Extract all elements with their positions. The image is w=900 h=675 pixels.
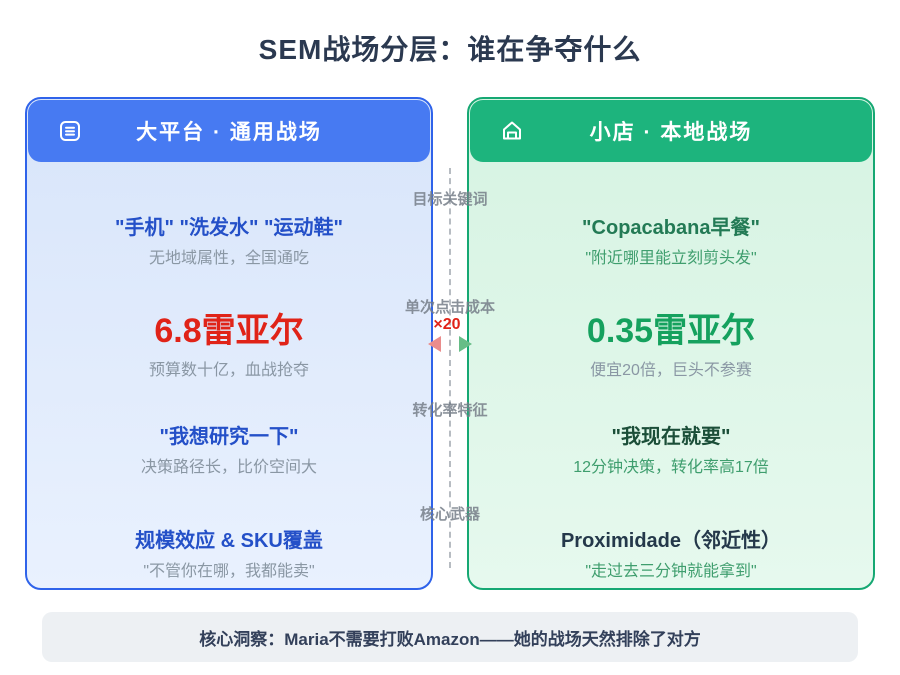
list-icon (58, 119, 82, 143)
right-conversion-row: "我现在就要" 12分钟决策，转化率高17倍 (469, 424, 873, 479)
right-conversion-main: "我现在就要" (611, 426, 731, 448)
left-conversion-row: "我想研究一下" 决策路径长，比价空间大 (27, 424, 431, 479)
big-platform-header: 大平台 · 通用战场 (28, 100, 430, 162)
insight-text: 核心洞察：Maria不需要打败Amazon——她的战场天然排除了对方 (199, 629, 701, 649)
arrow-left-icon (428, 336, 441, 352)
left-weapon-row: 规模效应 & SKU覆盖 "不管你在哪，我都能卖" (27, 528, 431, 583)
big-platform-card: 大平台 · 通用战场 "手机" "洗发水" "运动鞋" 无地域属性，全国通吃 6… (25, 97, 433, 590)
left-conversion-main: "我想研究一下" (159, 426, 299, 448)
right-conversion-sub: 12分钟决策，转化率高17倍 (573, 459, 769, 476)
left-keywords-main: "手机" "洗发水" "运动鞋" (114, 217, 343, 239)
center-dashed-divider (449, 168, 451, 568)
insight-banner: 核心洞察：Maria不需要打败Amazon——她的战场天然排除了对方 (42, 612, 858, 662)
cpc-multiplier-badge: ×20 (433, 316, 461, 333)
axis-label-keywords: 目标关键词 (412, 191, 488, 208)
local-shop-title: 小店 · 本地战场 (589, 121, 753, 144)
right-weapon-sub: "走过去三分钟就能拿到" (585, 563, 757, 580)
local-shop-header: 小店 · 本地战场 (470, 100, 872, 162)
left-conversion-sub: 决策路径长，比价空间大 (140, 459, 317, 476)
left-weapon-main: 规模效应 & SKU覆盖 (135, 530, 323, 552)
left-weapon-sub: "不管你在哪，我都能卖" (143, 563, 315, 580)
compare-arrows (428, 336, 472, 352)
left-keywords-sub: 无地域属性，全国通吃 (148, 250, 309, 267)
arrow-right-icon (459, 336, 472, 352)
left-keywords-row: "手机" "洗发水" "运动鞋" 无地域属性，全国通吃 (27, 215, 431, 270)
right-weapon-row: Proximidade（邻近性） "走过去三分钟就能拿到" (469, 528, 873, 583)
left-cpc-sub: 预算数十亿，血战抢夺 (148, 362, 309, 379)
page-title: SEM战场分层：谁在争夺什么 (258, 34, 642, 65)
axis-label-cpc: 单次点击成本 (404, 299, 495, 316)
right-cpc-sub: 便宜20倍，巨头不参赛 (590, 362, 752, 379)
big-platform-title: 大平台 · 通用战场 (136, 121, 322, 144)
local-shop-card: 小店 · 本地战场 "Copacabana早餐" "附近哪里能立刻剪头发" 0.… (467, 97, 875, 590)
right-cpc-value: 0.35雷亚尔 (586, 312, 756, 350)
right-weapon-main: Proximidade（邻近性） (560, 530, 782, 552)
storefront-icon (500, 119, 524, 143)
right-keywords-main: "Copacabana早餐" (582, 217, 760, 239)
left-cpc-row: 6.8雷亚尔 预算数十亿，血战抢夺 (27, 309, 431, 382)
axis-label-weapon: 核心武器 (419, 506, 480, 523)
right-cpc-row: 0.35雷亚尔 便宜20倍，巨头不参赛 (469, 309, 873, 382)
axis-label-conversion: 转化率特征 (412, 402, 488, 419)
right-keywords-sub: "附近哪里能立刻剪头发" (585, 250, 757, 267)
left-cpc-value: 6.8雷亚尔 (154, 312, 304, 350)
right-keywords-row: "Copacabana早餐" "附近哪里能立刻剪头发" (469, 215, 873, 270)
